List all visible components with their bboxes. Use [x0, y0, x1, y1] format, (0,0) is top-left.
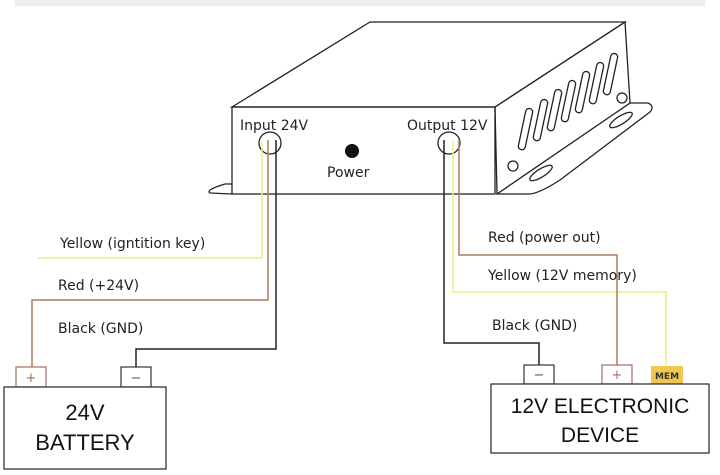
wire-red-24v [31, 140, 269, 370]
screw-hole [507, 160, 519, 172]
flange-slot [609, 111, 633, 129]
cropped-title [15, 0, 705, 6]
wire-black-gnd-output [443, 140, 540, 368]
input-port [258, 131, 282, 155]
device-title-line1: 12V ELECTRONIC [511, 395, 690, 418]
battery-title: BATTERY [35, 430, 135, 455]
output-port [437, 131, 461, 155]
vent-slots [517, 52, 619, 151]
label-yellow-memory: Yellow (12V memory) [487, 268, 637, 284]
power-label: Power [327, 165, 370, 181]
converter-side-face [494, 20, 631, 196]
mounting-flange-right [497, 102, 653, 195]
screw-hole [616, 92, 628, 104]
flange-slot [529, 164, 553, 182]
label-black-gnd-output: Black (GND) [492, 318, 577, 334]
mem-label: MEM [655, 372, 679, 382]
wire-red-power-out [458, 140, 618, 368]
battery: + − 24V BATTERY [3, 366, 167, 470]
plus-icon: + [26, 371, 37, 386]
label-red-power-out: Red (power out) [488, 230, 601, 246]
wire-black-gnd-input [135, 140, 277, 370]
mem-terminal [651, 366, 683, 384]
input-label: Input 24V [240, 118, 309, 134]
label-yellow-ignition: Yellow (igntition key) [59, 236, 205, 252]
minus-icon: − [131, 371, 142, 386]
plus-icon: + [612, 368, 623, 383]
battery-body [3, 386, 167, 470]
power-led-icon [345, 144, 359, 158]
device-body [490, 383, 710, 454]
output-label: Output 12V [407, 118, 488, 134]
converter-front-face [231, 106, 496, 195]
device-title-line2: DEVICE [561, 424, 639, 447]
mounting-flange-left [208, 183, 233, 195]
label-red-24v: Red (+24V) [58, 278, 139, 294]
minus-icon: − [534, 368, 545, 383]
wire-yellow-ignition [38, 141, 263, 259]
label-black-gnd-input: Black (GND) [58, 321, 143, 337]
wire-yellow-memory [452, 141, 667, 368]
electronic-device: − + MEM 12V ELECTRONIC DEVICE [490, 364, 710, 454]
battery-voltage: 24V [65, 400, 104, 425]
converter-box: Input 24V Output 12V Power [208, 20, 653, 196]
